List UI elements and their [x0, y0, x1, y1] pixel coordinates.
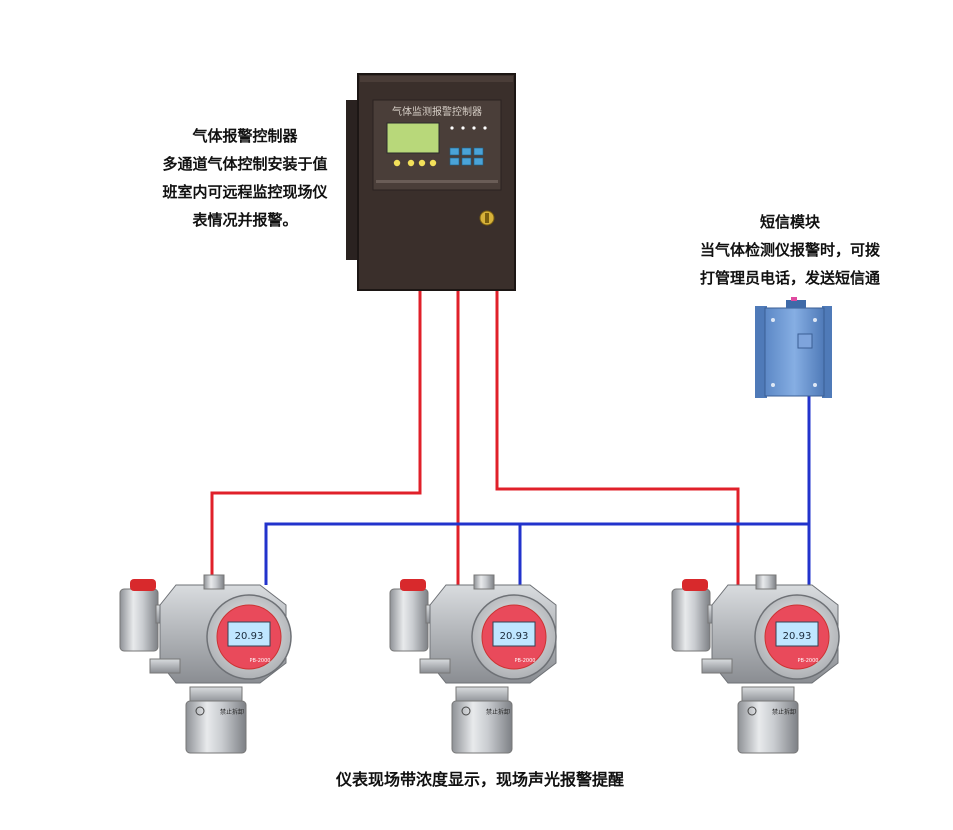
detector-3-warning: 禁止拆卸	[772, 708, 796, 716]
detector-1-warning: 禁止拆卸	[220, 708, 244, 716]
controller-caption-line-3: 表情况并报警。	[192, 211, 298, 229]
detector-2-warning: 禁止拆卸	[486, 708, 510, 716]
sms-caption-line-1: 当气体检测仪报警时，可拨	[699, 241, 880, 259]
controller-indicator-lights	[393, 159, 437, 167]
gas-detector-1: 20.93 PB-2000 禁止拆卸	[119, 574, 292, 754]
controller-keypad	[449, 147, 484, 166]
bottom-caption: 仪表现场带浓度显示，现场声光报警提醒	[335, 770, 624, 789]
gas-alarm-controller: 气体监测报警控制器	[346, 73, 516, 291]
controller-caption-line-1: 多通道气体控制安装于值	[162, 155, 328, 173]
red-signal-wires	[210, 288, 740, 590]
gas-detector-2: 20.93 PB-2000 禁止拆卸	[389, 574, 557, 754]
sms-caption-title: 短信模块	[759, 213, 820, 231]
detector-2-reading: 20.93	[500, 631, 529, 642]
detector-3-brand: PB-2000	[798, 658, 819, 664]
controller-caption-title: 气体报警控制器	[192, 127, 298, 145]
detector-3-reading: 20.93	[783, 631, 812, 642]
controller-caption-line-2: 班室内可远程监控现场仪	[162, 183, 328, 201]
sms-caption-line-2: 打管理员电话，发送短信通	[699, 269, 880, 287]
controller-caption: 气体报警控制器 多通道气体控制安装于值 班室内可远程监控现场仪 表情况并报警。	[120, 122, 370, 234]
detector-1-reading: 20.93	[235, 631, 264, 642]
wire-right	[495, 290, 740, 590]
controller-lcd	[386, 122, 440, 154]
sms-bus	[264, 393, 811, 585]
detector-1-brand: PB-2000	[250, 658, 271, 664]
controller-channel-leds	[450, 126, 487, 130]
detector-2-brand: PB-2000	[515, 658, 536, 664]
wire-left	[210, 288, 422, 585]
gas-detector-3: 20.93 PB-2000 禁止拆卸	[671, 574, 840, 754]
sms-caption: 短信模块 当气体检测仪报警时，可拨 打管理员电话，发送短信通	[665, 208, 915, 292]
sms-module	[755, 297, 832, 398]
blue-sms-wires	[264, 393, 811, 586]
controller-panel-label: 气体监测报警控制器	[392, 105, 482, 118]
